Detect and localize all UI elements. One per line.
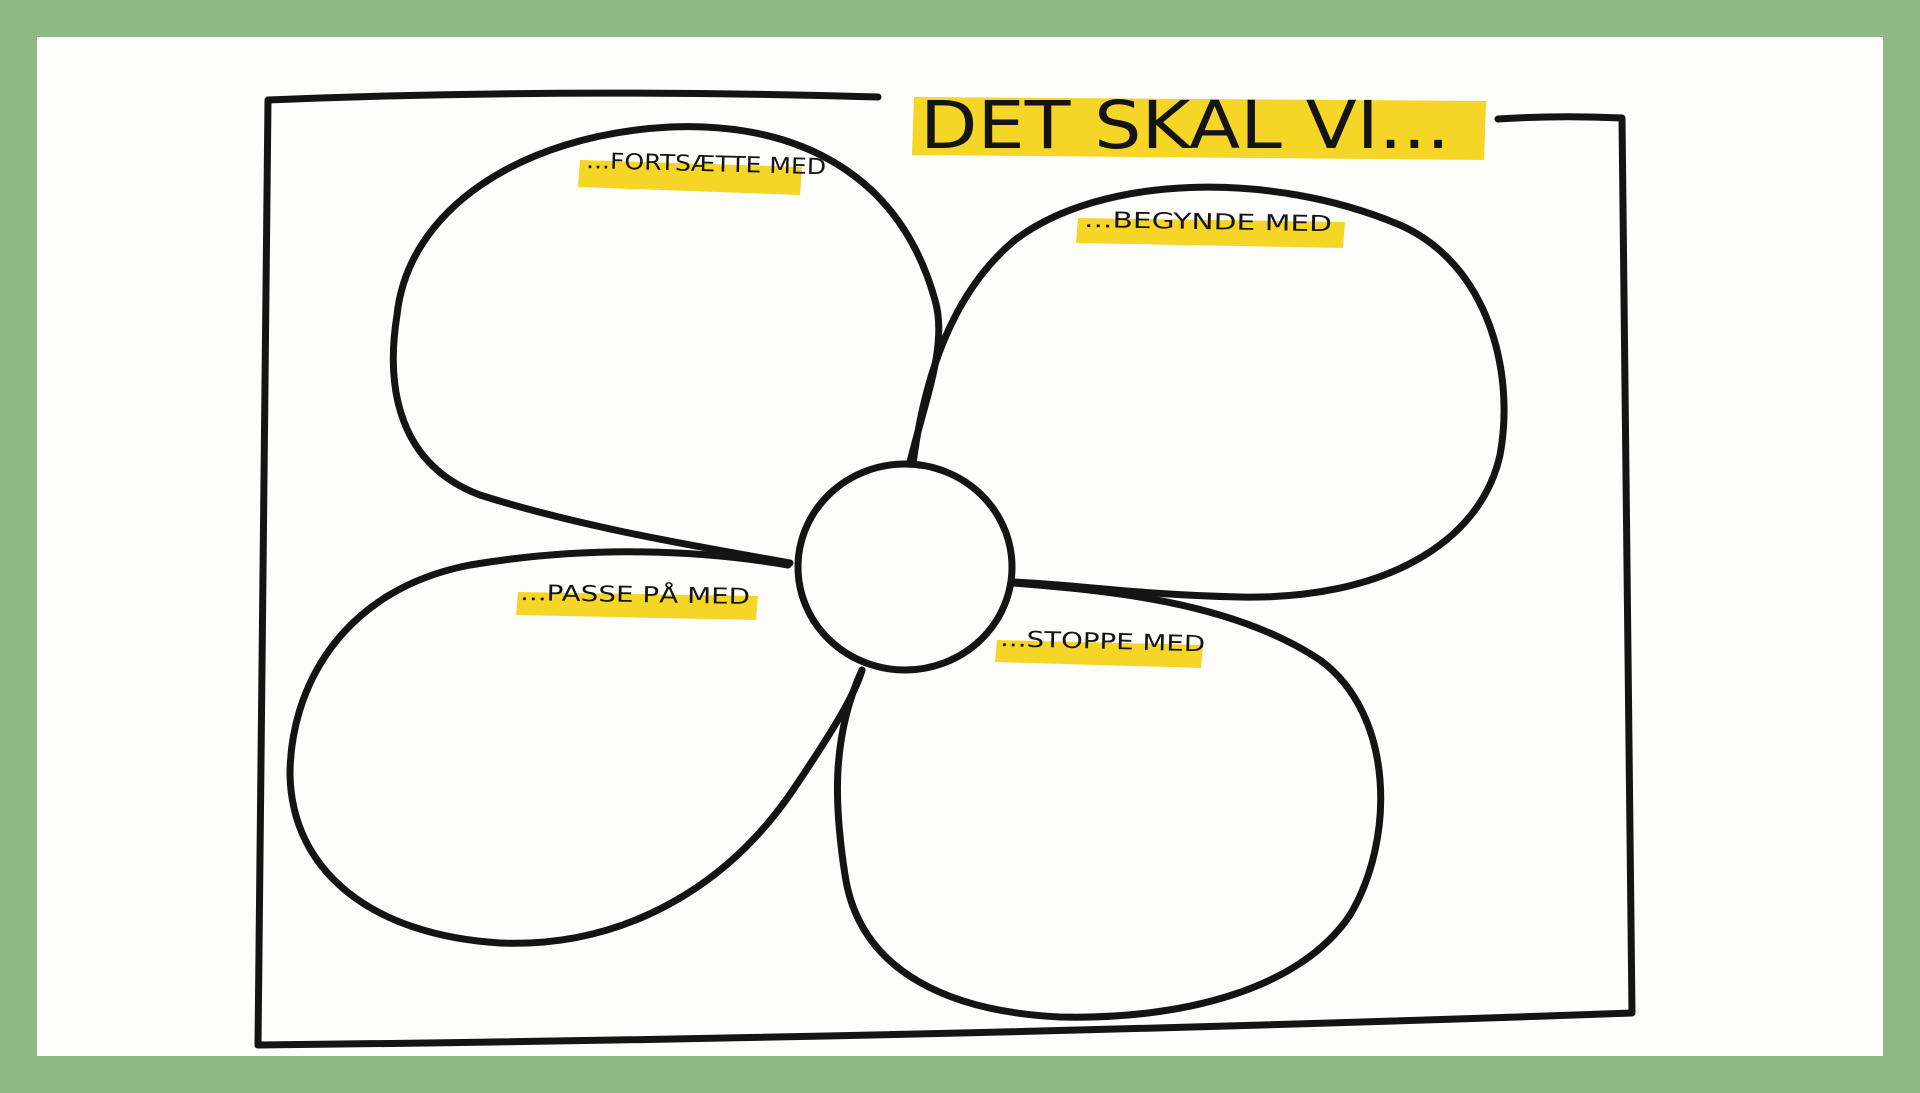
title: DET SKAL VI... [920, 87, 1450, 164]
petal-label-top-right: ...BEGYNDE MED [1084, 208, 1332, 237]
petal-label-bottom-left: ...PASSE PÅ MED [520, 579, 750, 610]
label-highlight-bottom-left [516, 592, 758, 620]
label-highlight-top-left [578, 160, 802, 195]
label-highlight-top-right [1076, 218, 1345, 248]
petal-top-left [389, 123, 943, 567]
petal-bottom-right [833, 579, 1385, 1021]
petal-bottom-left [286, 548, 866, 947]
title-highlight [912, 97, 1486, 160]
label-highlight-bottom-right [995, 640, 1203, 668]
frame-border [254, 89, 1636, 1049]
petal-label-bottom-right: ...STOPPE MED [1000, 627, 1206, 657]
petal-top-right [909, 183, 1508, 601]
flower-center [794, 460, 1016, 674]
